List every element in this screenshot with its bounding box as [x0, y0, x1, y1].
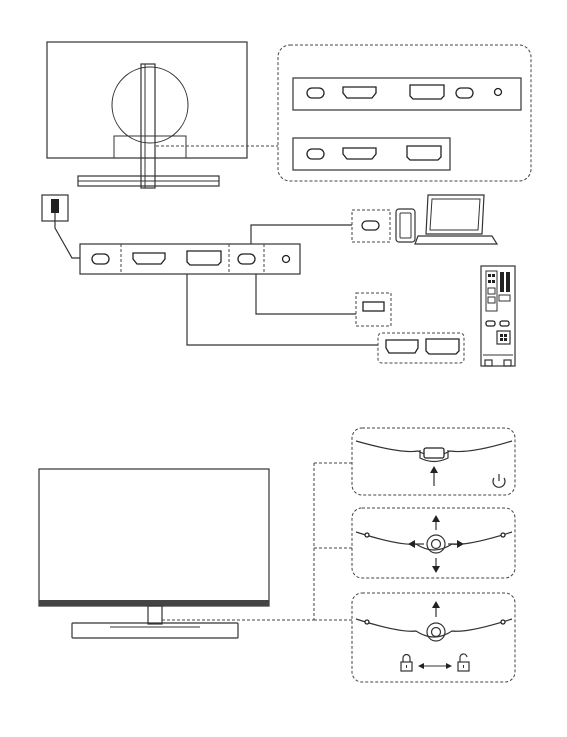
- usb-c-port: [307, 88, 324, 98]
- audio-jack: [495, 89, 502, 96]
- cable-video: [187, 274, 378, 345]
- cable-usb-c: [251, 225, 352, 244]
- lock-icon: [401, 655, 412, 671]
- callout-bracket: [314, 463, 352, 620]
- double-arrow-icon: [418, 663, 452, 669]
- audio-port-strip: [283, 256, 290, 263]
- joystick-navigate-panel: [352, 508, 515, 578]
- power-outlet: [42, 195, 80, 258]
- power-icon: [493, 474, 505, 487]
- usb-c-port-strip: [238, 254, 255, 264]
- unlock-icon: [458, 654, 469, 671]
- dp-port-strip: [187, 251, 221, 265]
- port-strip: [80, 244, 300, 274]
- desktop-tower: [481, 266, 515, 366]
- cable-usb: [256, 274, 356, 314]
- hdmi-port-strip: [133, 253, 165, 264]
- usb-a-connector: [356, 293, 391, 326]
- laptop: [415, 195, 497, 244]
- power-port: [92, 254, 109, 264]
- displayport-port: [410, 85, 444, 99]
- joystick-lock-panel: [352, 593, 515, 682]
- monitor-front: [39, 469, 314, 638]
- phone: [396, 209, 415, 242]
- port-callout-top: [278, 45, 531, 181]
- usb-c-port-2: [456, 88, 473, 98]
- video-connectors: [378, 333, 464, 363]
- power-button-panel: [352, 428, 515, 495]
- usb-c-connector: [352, 210, 390, 242]
- monitor-rear: [47, 42, 278, 188]
- hdmi-port: [343, 87, 376, 98]
